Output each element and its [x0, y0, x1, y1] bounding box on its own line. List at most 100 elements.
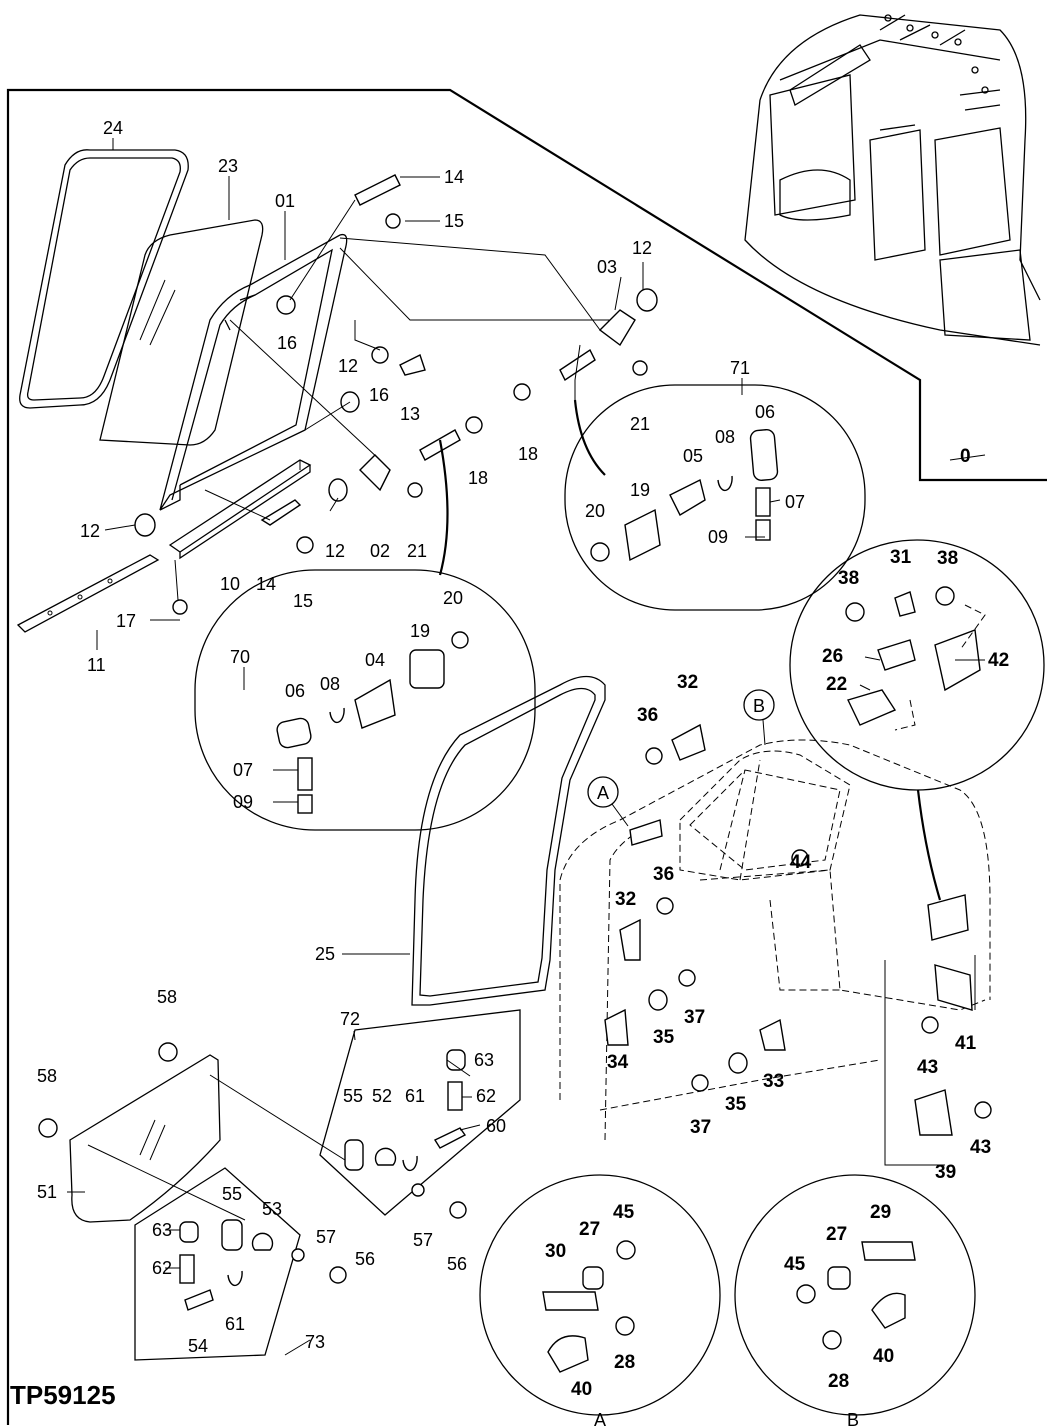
assembly-leader-lines-left: [174, 199, 610, 601]
label-62-right: 62: [476, 1086, 496, 1106]
label-34: 34: [607, 1052, 629, 1073]
label-36-mid: 36: [653, 864, 674, 885]
detail-bubble-b: [734, 1174, 976, 1416]
part-number-labels: 24 23 01 14 15 16 16 12 13 18 12 12 02 2…: [37, 118, 805, 1356]
label-12-center: 12: [325, 541, 345, 561]
label-20-left: 20: [443, 588, 463, 608]
door-seal-25: [411, 675, 606, 1006]
callout-letters: A B A B: [594, 696, 859, 1428]
label-13: 13: [400, 404, 420, 424]
label-35-top: 35: [653, 1027, 675, 1048]
label-54: 54: [188, 1336, 208, 1356]
label-18-right: 18: [518, 444, 538, 464]
label-09-right: 09: [708, 527, 728, 547]
label-63-right: 63: [474, 1050, 494, 1070]
detail-bubble-71: [564, 384, 866, 611]
label-06-left: 06: [285, 681, 305, 701]
label-38-left: 38: [838, 568, 859, 589]
label-52: 52: [372, 1086, 392, 1106]
label-26: 26: [822, 646, 843, 667]
label-08-left: 08: [320, 674, 340, 694]
label-61-left: 61: [225, 1314, 245, 1334]
label-55-right: 55: [343, 1086, 363, 1106]
label-19-right: 19: [630, 480, 650, 500]
parts-upper-center: [513, 288, 658, 401]
callout-letter-b: B: [753, 696, 765, 716]
label-30: 30: [545, 1241, 566, 1262]
label-32-mid: 32: [615, 889, 636, 910]
label-12-mid: 12: [338, 356, 358, 376]
label-70: 70: [230, 647, 250, 667]
label-38-right: 38: [937, 548, 958, 569]
detail-bubble-a: [479, 1174, 721, 1416]
detail-caption-a: A: [594, 1410, 606, 1428]
label-09-left: 09: [233, 792, 253, 812]
label-14-upper: 14: [444, 167, 464, 187]
label-15-lower: 15: [293, 591, 313, 611]
label-15-upper: 15: [444, 211, 464, 231]
sliding-window-51: [38, 1042, 346, 1223]
detail-bubble-73: [134, 1167, 347, 1361]
label-29: 29: [870, 1202, 891, 1223]
label-36-top: 36: [637, 705, 658, 726]
label-20-right: 20: [585, 501, 605, 521]
callout-letter-a: A: [597, 783, 609, 803]
label-58-top: 58: [157, 987, 177, 1007]
label-37-bottom: 37: [690, 1117, 711, 1138]
label-22: 22: [826, 674, 847, 695]
label-08-right: 08: [715, 427, 735, 447]
label-04: 04: [365, 650, 385, 670]
label-12-right: 12: [632, 238, 652, 258]
cab-overview-sketch: [744, 14, 1041, 346]
label-16-left: 16: [277, 333, 297, 353]
label-56-right: 56: [447, 1254, 467, 1274]
label-73: 73: [305, 1332, 325, 1352]
detail-bubble-72: [319, 1009, 521, 1219]
label-71: 71: [730, 358, 750, 378]
label-27-a: 27: [579, 1219, 600, 1240]
label-37-top: 37: [684, 1007, 705, 1028]
label-62-left: 62: [152, 1258, 172, 1278]
label-21-left: 21: [407, 541, 427, 561]
label-45-a: 45: [613, 1202, 635, 1223]
detail-bubble-70: [194, 569, 536, 831]
label-06-right: 06: [755, 402, 775, 422]
label-10: 10: [220, 574, 240, 594]
window-glass-23: [99, 219, 264, 446]
main-frame-border: [6, 88, 1047, 1425]
door-frame-01: [159, 233, 348, 511]
label-28-a: 28: [614, 1352, 635, 1373]
label-14-lower: 14: [256, 574, 276, 594]
label-35-bottom: 35: [725, 1094, 747, 1115]
label-24: 24: [103, 118, 123, 138]
label-07-left: 07: [233, 760, 253, 780]
rail-10: [168, 459, 312, 560]
label-58-left: 58: [37, 1066, 57, 1086]
label-53: 53: [262, 1199, 282, 1219]
label-72: 72: [340, 1009, 360, 1029]
cab-hardware-parts: [604, 723, 992, 1136]
label-07-right: 07: [785, 492, 805, 512]
label-55-left: 55: [222, 1184, 242, 1204]
label-18-left: 18: [468, 468, 488, 488]
label-57-right: 57: [413, 1230, 433, 1250]
detail-caption-b: B: [847, 1410, 859, 1428]
label-63-left: 63: [152, 1220, 172, 1240]
label-27-b: 27: [826, 1224, 847, 1245]
rail-11: [16, 554, 160, 633]
label-12-left: 12: [80, 521, 100, 541]
label-11: 11: [87, 655, 106, 675]
label-02: 02: [370, 541, 390, 561]
label-33: 33: [763, 1071, 784, 1092]
label-28-b: 28: [828, 1371, 849, 1392]
callout-circle-a: [587, 776, 629, 827]
label-51: 51: [37, 1182, 57, 1202]
cab-body-outline: [559, 739, 991, 1166]
label-45-b: 45: [784, 1254, 806, 1275]
label-41: 41: [955, 1033, 977, 1054]
label-42: 42: [988, 650, 1009, 671]
window-seal-24: [19, 149, 189, 409]
label-43-bottom: 43: [970, 1137, 991, 1158]
figure-reference-code: TP59125: [10, 1380, 116, 1410]
